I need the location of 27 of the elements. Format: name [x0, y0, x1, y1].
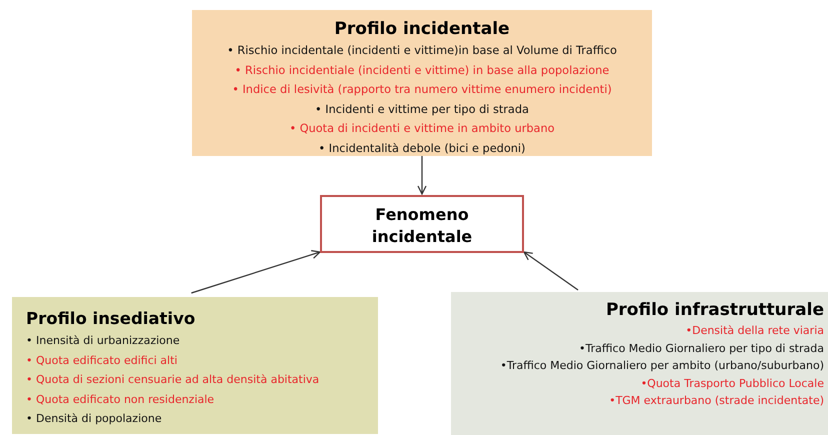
bullet-item: • Rischio incidentiale (incidenti e vittime) in base alla popolazione	[234, 62, 610, 78]
bullet-item: •Traffico Medio Giornaliero per ambito (urbano/suburbano)	[499, 358, 824, 374]
bullet-item: • Incidenti e vittime per tipo di strada	[314, 102, 530, 118]
bullet-item: •Quota Trasporto Pubblico Locale	[640, 376, 824, 392]
profile-box	[451, 292, 828, 435]
bullet-item: • Quota di sezioni censuarie ad alta densità abitativa	[26, 372, 320, 388]
bullet-item: • Indice di lesività (rapporto tra numero vittime enumero incidenti)	[231, 82, 613, 98]
bullet-item: • Quota di incidenti e vittime in ambito urbano	[288, 121, 556, 137]
bullet-item: • Quota edificato non residenziale	[26, 392, 216, 408]
bullet-item: •Traffico Medio Giornaliero per tipo di strada	[578, 340, 824, 356]
arrow	[417, 156, 427, 195]
box-heading: Fenomeno incidentale	[370, 204, 474, 248]
bullet-item: • Inensità di urbanizzazione	[26, 333, 181, 349]
box-heading: Profilo insediativo	[26, 308, 196, 330]
arrow	[191, 250, 321, 294]
arrow	[523, 251, 578, 290]
bullet-item: •TGM extraurbano (strade incidentate)	[608, 393, 824, 409]
phenomenon-box	[320, 195, 524, 253]
bullet-item: • Densità di popolazione	[26, 411, 163, 427]
box-heading: Profilo infrastrutturale	[604, 299, 824, 322]
bullet-item: • Incidentalità debole (bici e pedoni)	[318, 140, 526, 156]
bullet-item: • Quota edificato edifici alti	[26, 352, 178, 368]
bullet-item: •Densità della rete viaria	[684, 323, 824, 339]
bullet-item: • Rischio incidentale (incidenti e vittime)in base al Volume di Traffico	[226, 43, 618, 59]
box-heading: Profilo incidentale	[333, 18, 511, 41]
profile-box	[12, 297, 378, 434]
profile-box	[192, 10, 652, 156]
